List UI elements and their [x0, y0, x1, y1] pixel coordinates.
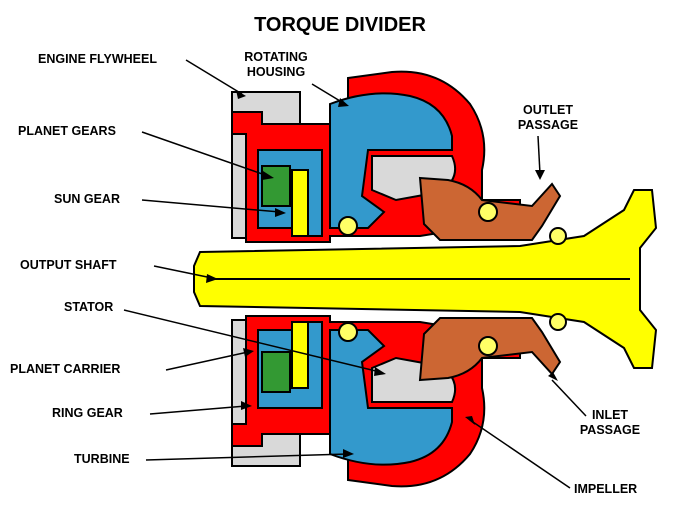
- label-inlet-passage-line2: PASSAGE: [579, 423, 641, 437]
- label-sun-gear: SUN GEAR: [54, 192, 120, 206]
- label-planet-carrier: PLANET CARRIER: [10, 362, 121, 376]
- label-inlet-passage-line1: INLET: [591, 408, 629, 422]
- label-rotating-housing-line2: HOUSING: [246, 65, 306, 79]
- label-impeller: IMPELLER: [574, 482, 638, 496]
- turbine: [329, 92, 453, 466]
- leader-arrowheads: [206, 90, 558, 458]
- leader-lines: [123, 59, 587, 489]
- diagram-title: TORQUE DIVIDER: [254, 14, 426, 36]
- label-engine-flywheel: ENGINE FLYWHEEL: [38, 52, 157, 66]
- label-turbine: TURBINE: [74, 452, 130, 466]
- label-stator: STATOR: [64, 300, 114, 314]
- bearings: [338, 202, 567, 356]
- label-rotating-housing-line1: ROTATING: [244, 50, 308, 64]
- output-shaft: [193, 169, 658, 389]
- label-outlet-passage-line2: PASSAGE: [517, 118, 579, 132]
- label-output-shaft: OUTPUT SHAFT: [20, 258, 117, 272]
- label-outlet-passage-line1: OUTLET: [523, 103, 573, 117]
- planet-gears: [261, 165, 291, 393]
- label-ring-gear: RING GEAR: [52, 406, 123, 420]
- label-planet-gears: PLANET GEARS: [18, 124, 116, 138]
